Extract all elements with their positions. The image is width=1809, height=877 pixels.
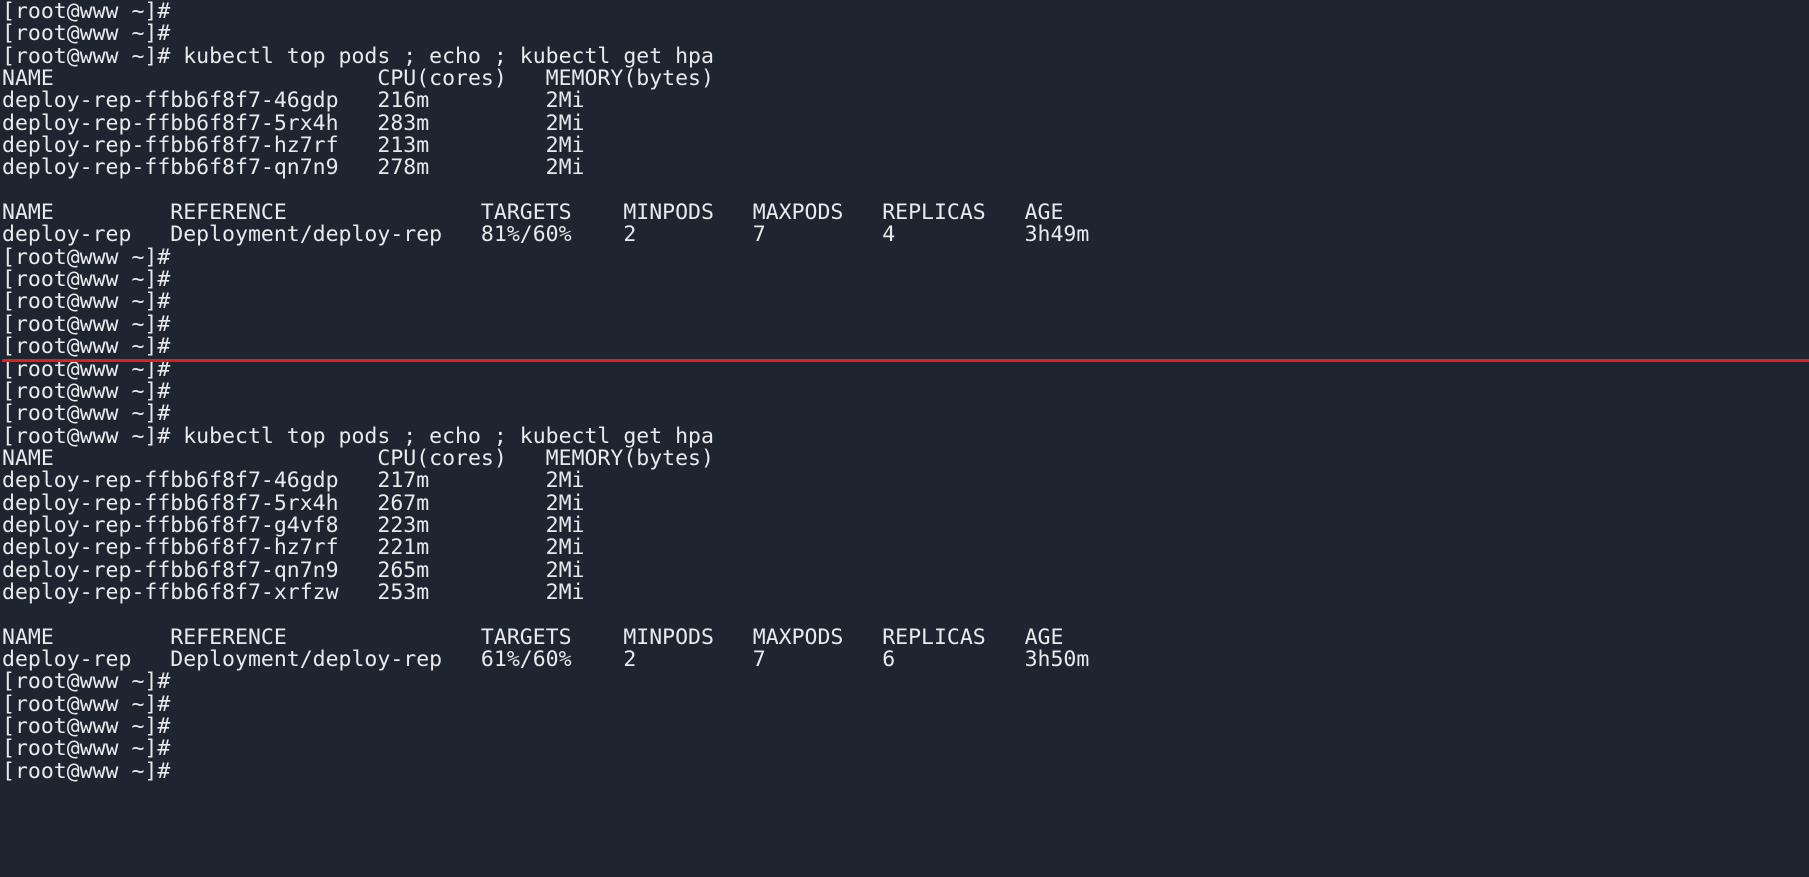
terminal-line: deploy-rep-ffbb6f8f7-xrfzw 253m 2Mi (2, 579, 585, 605)
terminal-line: [root@www ~]# (2, 356, 171, 382)
terminal-line: NAME REFERENCE TARGETS MINPODS MAXPODS R… (2, 624, 1064, 650)
terminal-line: NAME CPU(cores) MEMORY(bytes) (2, 66, 714, 92)
terminal-line: [root@www ~]# (2, 669, 171, 695)
terminal-line: [root@www ~]# kubectl top pods ; echo ; … (2, 43, 714, 69)
terminal-line: [root@www ~]# (2, 311, 171, 337)
terminal-line: deploy-rep-ffbb6f8f7-hz7rf 221m 2Mi (2, 535, 585, 561)
terminal-screen[interactable]: [root@www ~]#[root@www ~]#[root@www ~]# … (0, 0, 1809, 783)
terminal-line: [root@www ~]# (2, 289, 171, 315)
terminal-line: [root@www ~]# (2, 244, 171, 270)
red-divider (2, 358, 1809, 362)
terminal-line: [root@www ~]# (2, 0, 171, 24)
terminal-line: [root@www ~]# (2, 714, 171, 739)
terminal-line: [root@www ~]# (2, 691, 171, 717)
terminal-line: deploy-rep Deployment/deploy-rep 61%/60%… (2, 646, 1090, 672)
terminal-line: deploy-rep Deployment/deploy-rep 81%/60%… (2, 222, 1090, 248)
terminal-line: NAME CPU(cores) MEMORY(bytes) (2, 445, 714, 471)
terminal-line: [root@www ~]# kubectl top pods ; echo ; … (2, 423, 714, 449)
terminal-line: deploy-rep-ffbb6f8f7-hz7rf 213m 2Mi (2, 133, 585, 159)
terminal-line (2, 604, 1809, 626)
terminal-line: [root@www ~]# (2, 758, 171, 784)
terminal-line: NAME REFERENCE TARGETS MINPODS MAXPODS R… (2, 200, 1064, 226)
terminal-line (2, 180, 1809, 202)
terminal-line-with-divider: [root@www ~]# (2, 356, 1809, 382)
terminal-line: deploy-rep-ffbb6f8f7-qn7n9 278m 2Mi (2, 155, 585, 181)
terminal-line: [root@www ~]# (2, 267, 171, 293)
terminal-line: deploy-rep-ffbb6f8f7-qn7n9 265m 2Mi (2, 557, 585, 583)
terminal-line: [root@www ~]# (2, 21, 171, 47)
terminal-line: deploy-rep-ffbb6f8f7-46gdp 217m 2Mi (2, 468, 585, 494)
terminal-line: deploy-rep-ffbb6f8f7-g4vf8 223m 2Mi (2, 512, 585, 538)
terminal-line: deploy-rep-ffbb6f8f7-5rx4h 267m 2Mi (2, 490, 585, 516)
terminal-line: [root@www ~]# (2, 401, 171, 427)
terminal-line: deploy-rep-ffbb6f8f7-46gdp 216m 2Mi (2, 88, 585, 114)
terminal-line: [root@www ~]# (2, 334, 171, 360)
terminal-line: [root@www ~]# (2, 736, 171, 762)
terminal-line: deploy-rep-ffbb6f8f7-5rx4h 283m 2Mi (2, 110, 585, 136)
terminal-line: [root@www ~]# (2, 378, 171, 404)
